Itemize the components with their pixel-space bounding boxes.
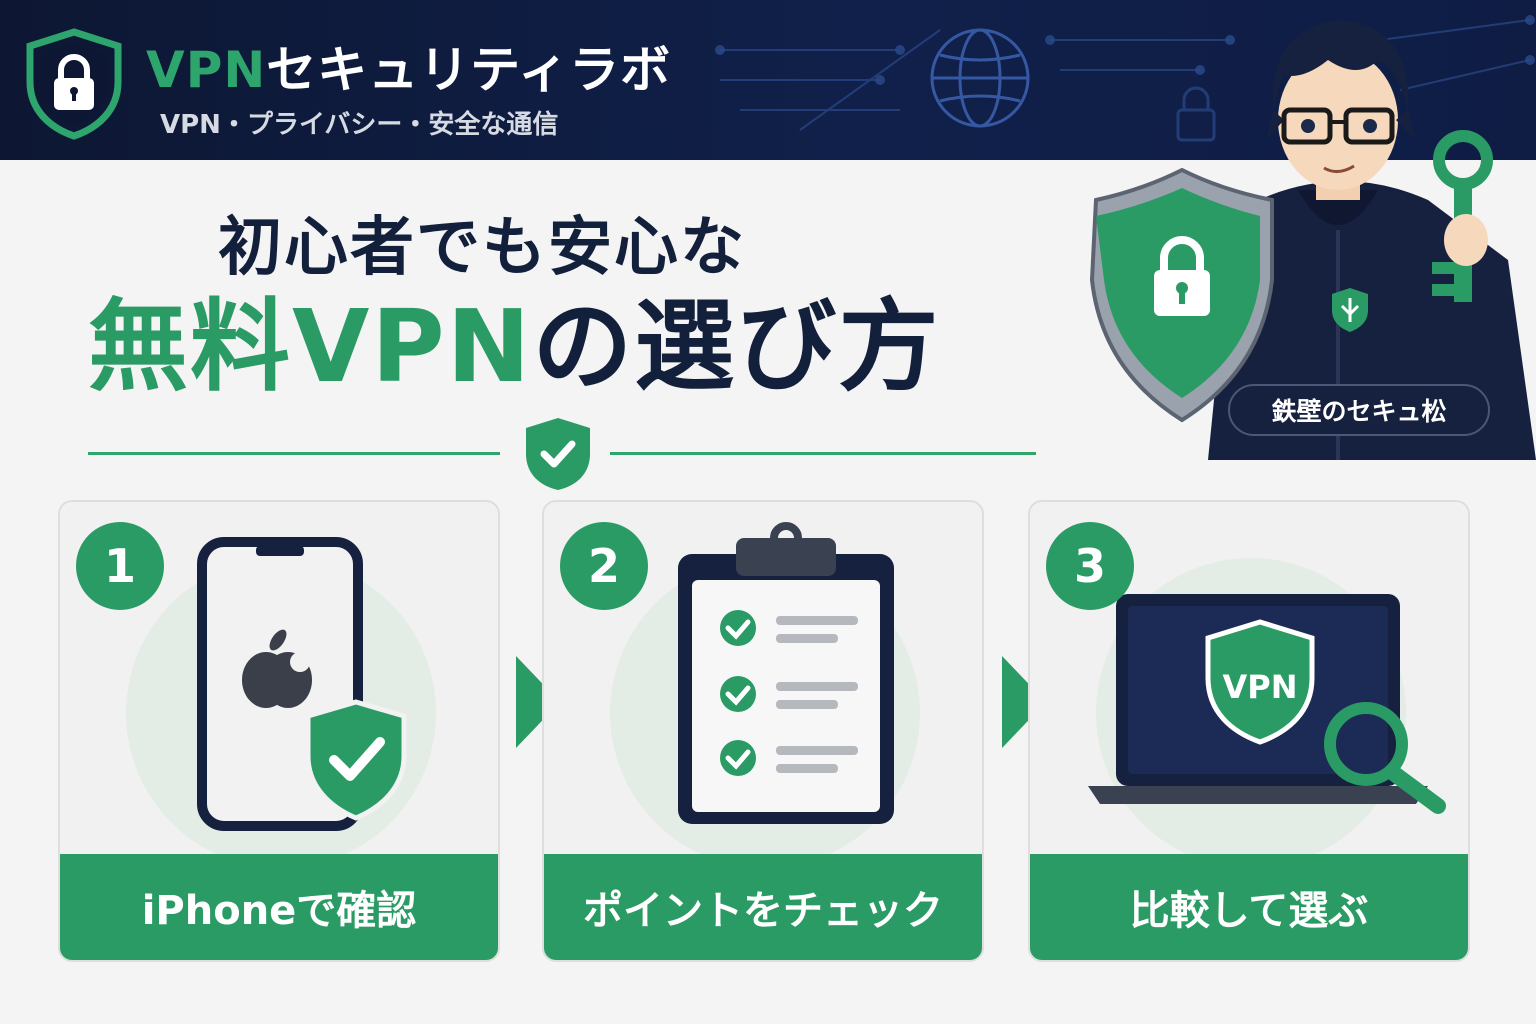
- title-line1: 初心者でも安心な: [218, 211, 746, 285]
- smartphone-shield-icon: [197, 537, 407, 831]
- check-item-3: [720, 740, 858, 776]
- arrow-right-icon: [1002, 656, 1046, 748]
- title-accent: 無料VPN: [88, 288, 533, 405]
- step-number-3: 3: [1046, 522, 1134, 610]
- clipboard-checklist-icon: [678, 522, 894, 824]
- lock-outline-icon: [1176, 86, 1216, 142]
- laptop-vpn-magnifier-icon: VPN: [1088, 594, 1446, 814]
- divider-left: [88, 452, 500, 455]
- brand-tagline: VPN・プライバシー・安全な通信: [160, 110, 559, 140]
- shield-check-badge-icon: [526, 418, 590, 490]
- step-label-2: ポイントをチェック: [544, 854, 982, 960]
- divider-right: [610, 452, 1036, 455]
- check-item-1: [720, 610, 858, 646]
- brand-accent: VPN: [146, 41, 267, 99]
- step-label-1: iPhoneで確認: [60, 854, 498, 960]
- title-rest: の選び方: [532, 288, 941, 405]
- apple-logo-icon: [242, 629, 312, 708]
- laptop-screen-text: VPN: [1223, 668, 1298, 706]
- globe-icon: [930, 28, 1030, 128]
- shield-lock-icon: [1089, 167, 1274, 423]
- shield-lock-logo-icon: [26, 28, 122, 140]
- network-lines-background: [715, 15, 1535, 142]
- arrow-right-icon: [516, 656, 560, 748]
- title-line2: 無料VPNの選び方: [88, 292, 940, 402]
- brand-title: VPNセキュリティラボ: [146, 30, 671, 102]
- magnifier-icon: [1324, 702, 1446, 814]
- step-number-2: 2: [560, 522, 648, 610]
- step-label-3: 比較して選ぶ: [1030, 854, 1468, 960]
- check-item-2: [720, 676, 858, 712]
- step-number-1: 1: [76, 522, 164, 610]
- brand-rest: セキュリティラボ: [266, 41, 672, 99]
- step-card-1: 1 iPhoneで確認: [58, 500, 500, 962]
- character-nameplate: 鉄壁のセキュ松: [1228, 384, 1490, 436]
- step-card-3: VPN 3 比較して選ぶ: [1028, 500, 1470, 962]
- step-card-2: 2 ポイントをチェック: [542, 500, 984, 962]
- security-mascot-character: [1089, 20, 1536, 460]
